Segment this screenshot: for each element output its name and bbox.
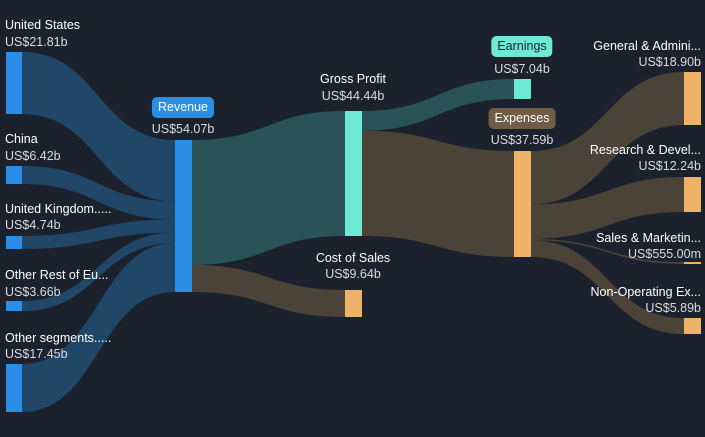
node-value-ga: US$18.90b <box>638 55 701 69</box>
node-label-china: China <box>5 132 38 146</box>
node-value-eu: US$3.66b <box>5 285 61 299</box>
node-revenue <box>175 140 192 292</box>
node-ga <box>684 72 701 125</box>
node-value-china: US$6.42b <box>5 149 61 163</box>
node-label-eu: Other Rest of Eu... <box>5 268 109 282</box>
node-label-gross_profit: Gross Profit <box>320 72 386 86</box>
node-label-sm: Sales & Marketin... <box>596 231 701 245</box>
node-sm <box>684 262 701 264</box>
node-value-nonop: US$5.89b <box>645 301 701 315</box>
node-expenses <box>514 151 531 257</box>
link-uk-to-revenue <box>22 219 175 249</box>
node-gross_profit <box>345 111 362 236</box>
node-rd <box>684 177 701 212</box>
node-label-nonop: Non-Operating Ex... <box>590 285 701 299</box>
node-value-us: US$21.81b <box>5 35 68 49</box>
node-value-earnings: US$7.04b <box>494 62 550 76</box>
node-label-uk: United Kingdom..... <box>5 202 112 216</box>
node-label-other: Other segments..... <box>5 331 112 345</box>
links-layer <box>22 52 684 412</box>
node-other <box>6 364 22 412</box>
node-china <box>6 166 22 184</box>
node-value-uk: US$4.74b <box>5 218 61 232</box>
node-value-sm: US$555.00m <box>628 247 701 261</box>
link-china-to-revenue <box>22 166 175 220</box>
link-expenses-to-sm <box>531 238 684 264</box>
link-gross_profit-to-earnings <box>362 79 514 131</box>
link-revenue-to-gross_profit <box>192 111 345 265</box>
link-other-to-revenue <box>22 242 175 412</box>
node-value-gross_profit: US$44.44b <box>321 89 385 103</box>
node-us <box>6 52 22 114</box>
node-cost_of_sales <box>345 290 362 317</box>
link-expenses-to-ga <box>531 72 684 205</box>
node-nonop <box>684 318 701 334</box>
node-label-us: United States <box>5 18 81 32</box>
node-eu <box>6 301 22 311</box>
node-label-cost_of_sales: Cost of Sales <box>315 251 391 265</box>
node-value-revenue: US$54.07b <box>151 122 215 136</box>
node-label-rd: Research & Devel... <box>589 143 701 157</box>
link-revenue-to-cost_of_sales <box>192 264 345 317</box>
node-label-revenue: Revenue <box>151 97 215 118</box>
node-value-rd: US$12.24b <box>638 159 701 173</box>
link-us-to-revenue <box>22 52 175 202</box>
node-value-other: US$17.45b <box>5 347 68 361</box>
nodes-layer <box>6 52 701 412</box>
link-expenses-to-rd <box>531 177 684 239</box>
link-eu-to-revenue <box>22 232 175 311</box>
node-label-ga: General & Admini... <box>593 39 701 53</box>
node-label-earnings: Earnings <box>491 36 553 57</box>
node-uk <box>6 236 22 249</box>
node-value-cost_of_sales: US$9.64b <box>325 267 381 281</box>
node-earnings <box>514 79 531 99</box>
node-label-expenses: Expenses <box>488 108 556 129</box>
node-value-expenses: US$37.59b <box>490 133 554 147</box>
link-expenses-to-nonop <box>531 240 684 334</box>
link-gross_profit-to-expenses <box>362 130 514 257</box>
